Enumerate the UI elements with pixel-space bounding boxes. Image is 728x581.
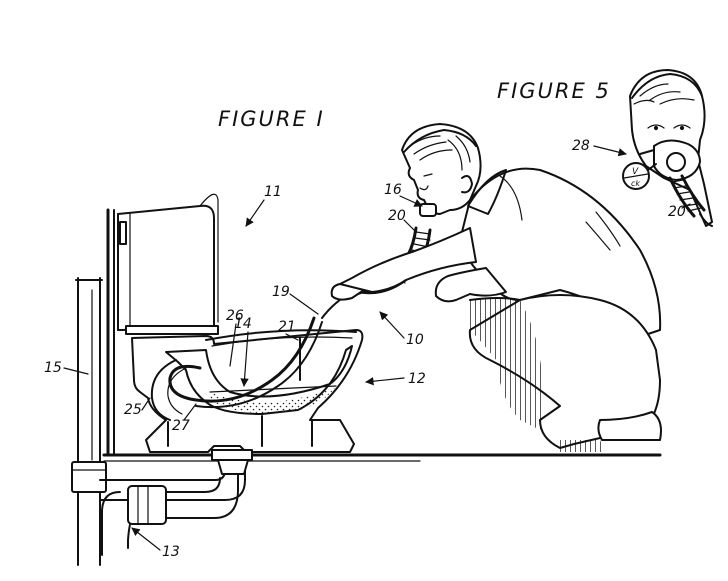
ref-14: 14 [234, 316, 252, 332]
ref-25: 25 [124, 402, 142, 418]
vent-stack-pipe [71, 277, 107, 566]
ref-11: 11 [264, 184, 282, 200]
reference-callouts: 10 11 12 13 14 15 16 19 20 21 25 26 27 2… [44, 138, 691, 560]
ref-20-fig1: 20 [388, 208, 406, 224]
ref-19: 19 [272, 284, 290, 300]
ref-27: 27 [172, 418, 190, 434]
drain-pipe-trap [99, 461, 246, 556]
figure-5-title: FIGURE 5 [497, 79, 611, 103]
ref-21: 21 [278, 319, 296, 335]
ref-20-fig5: 20 [668, 204, 686, 220]
toilet-tank [117, 193, 219, 335]
ref-13: 13 [162, 544, 180, 560]
suction-tube-in-bowl [168, 316, 323, 409]
floor-line [102, 453, 662, 462]
ref-16: 16 [384, 182, 402, 198]
figure-5-masked-head: V ck [622, 69, 713, 227]
person-figure [330, 123, 662, 452]
ref-28: 28 [572, 138, 590, 154]
wall [106, 208, 115, 457]
figure-1-title: FIGURE I [218, 107, 325, 131]
valve-label-bottom: ck [631, 179, 640, 188]
ref-12: 12 [408, 371, 426, 387]
ref-15: 15 [44, 360, 62, 376]
ref-26: 26 [226, 308, 244, 324]
ref-10: 10 [406, 332, 424, 348]
valve-label-top: V [632, 167, 639, 177]
